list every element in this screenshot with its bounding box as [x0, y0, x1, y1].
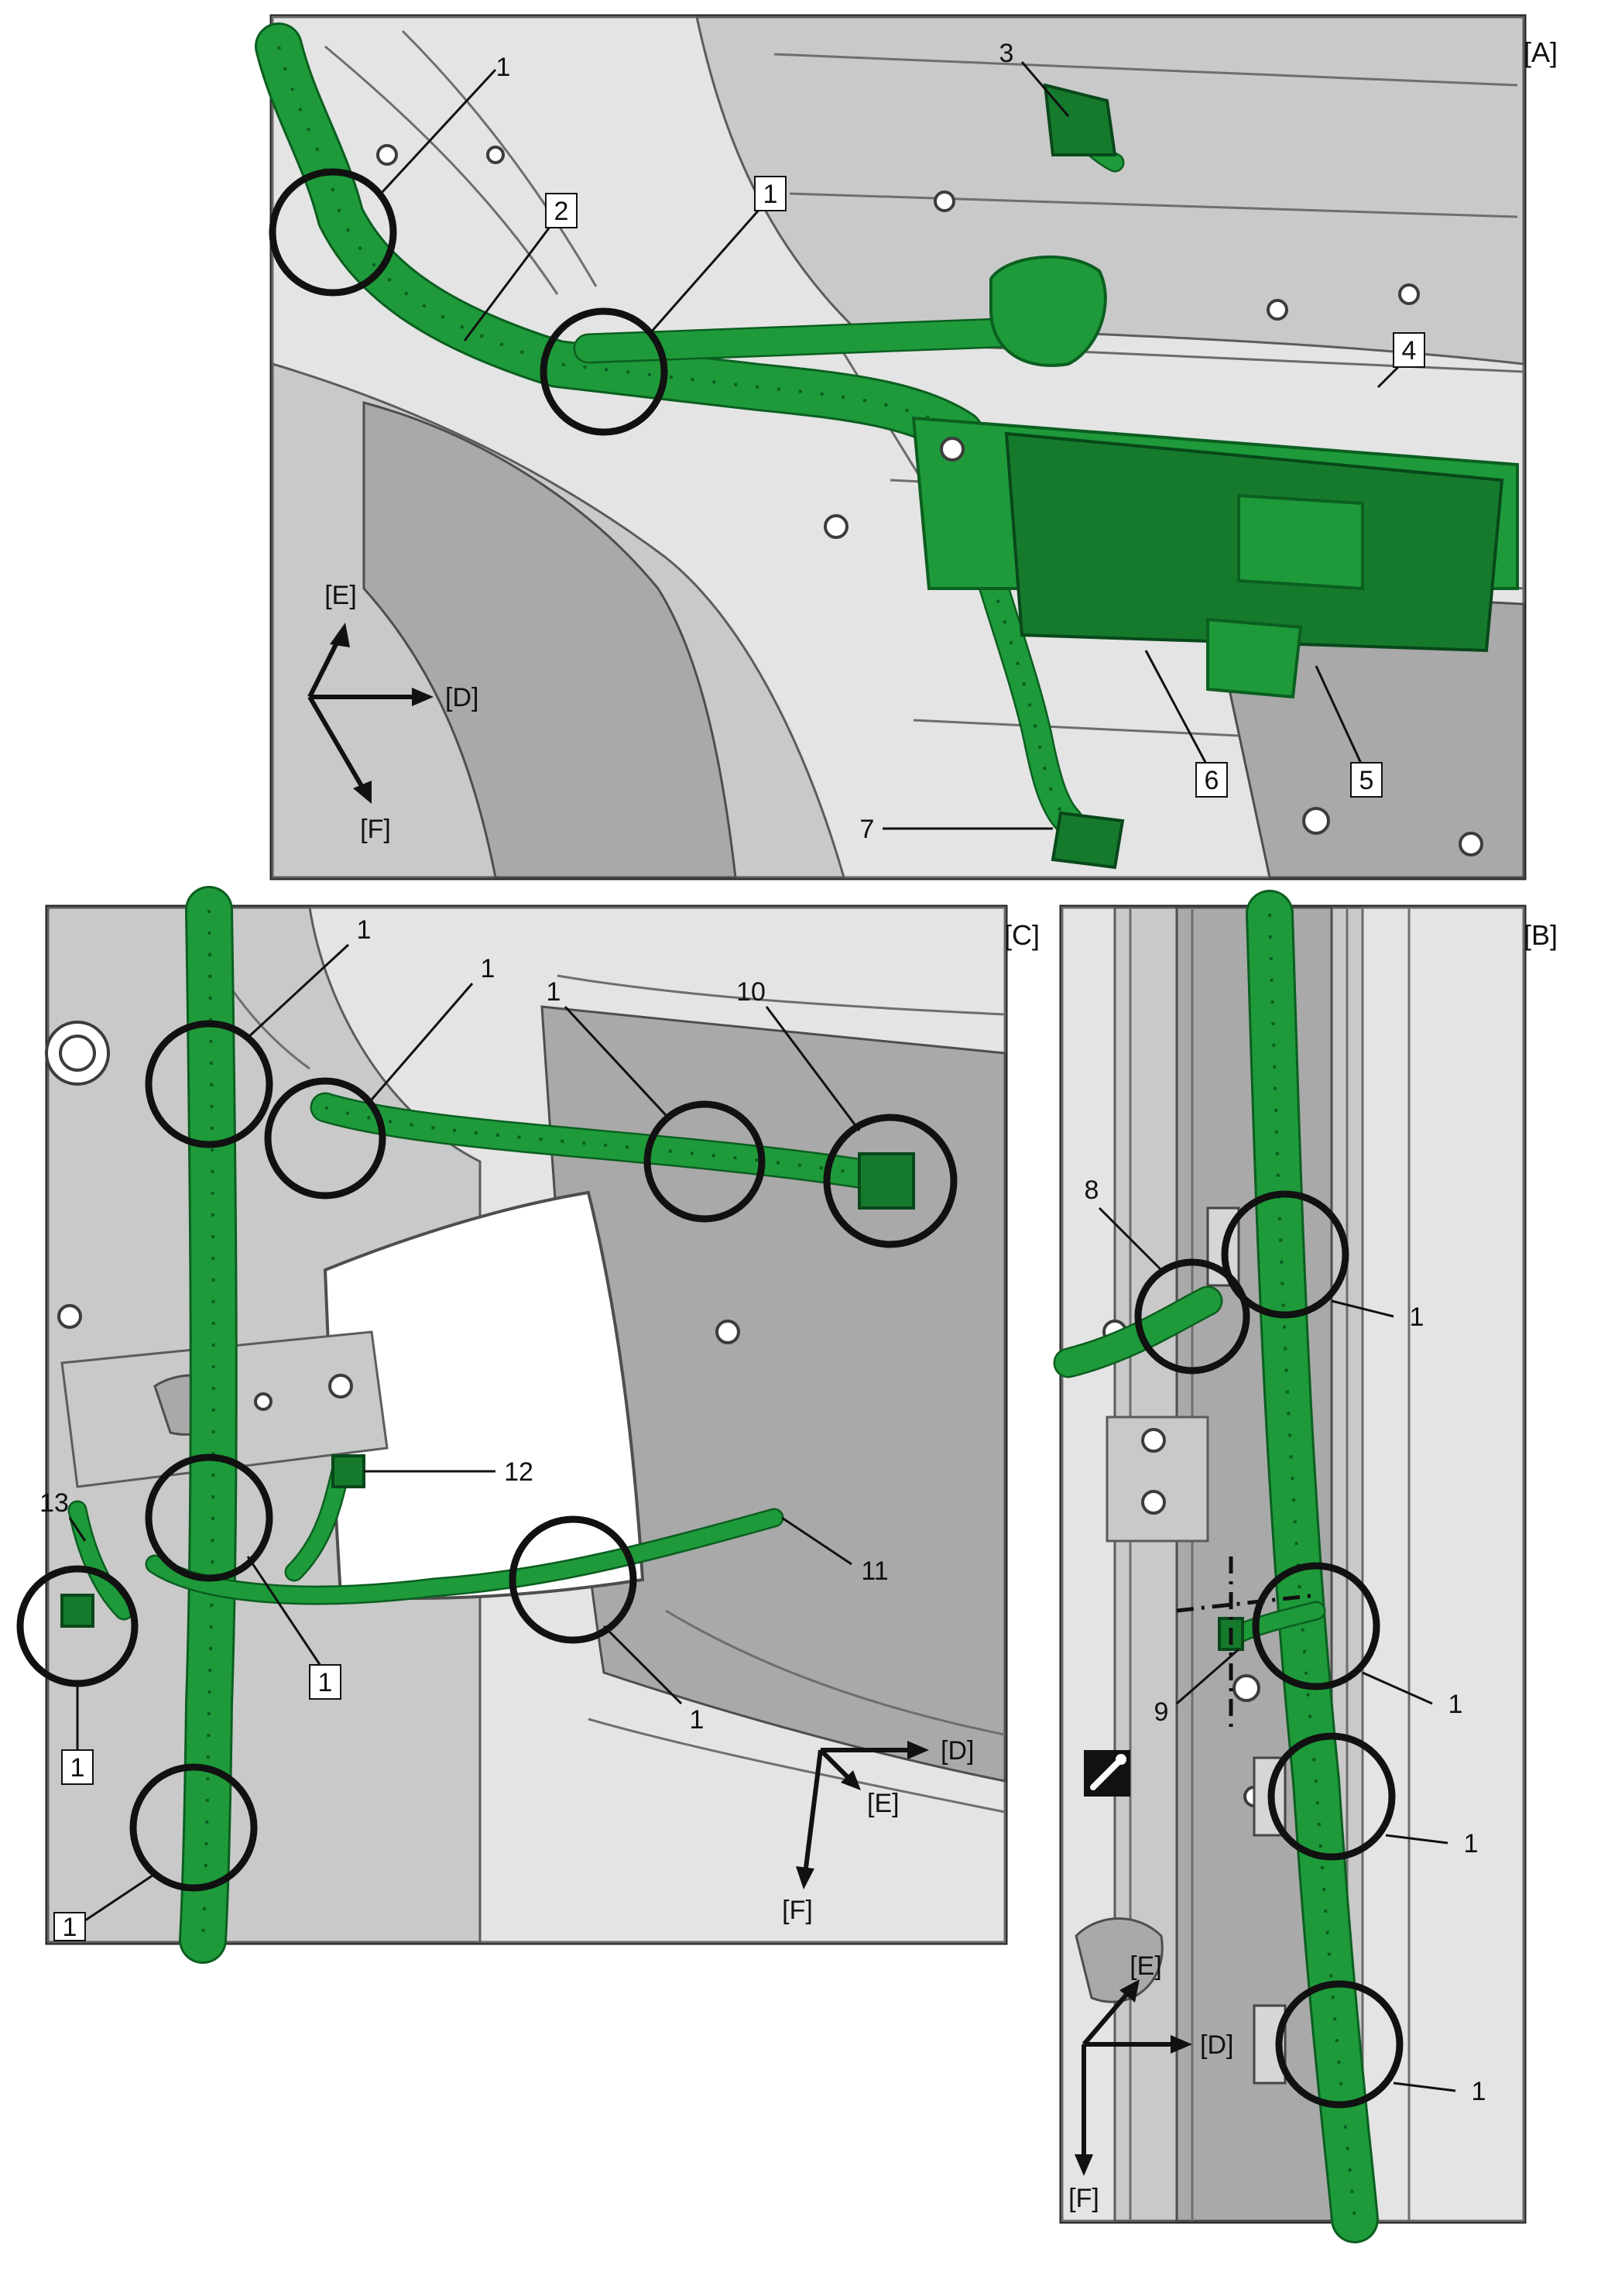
callout-label-a2: 2 [554, 197, 569, 226]
callout-label-a1b: 1 [763, 180, 778, 209]
panel-b-orientation-axes: [E] [D] [F] [1068, 1951, 1233, 2213]
screwdriver-icon [1084, 1750, 1130, 1797]
callout-label-c1g: 1 [63, 1913, 77, 1942]
panel-c-label: [C] [1004, 919, 1040, 951]
callout-circle-a1 [269, 168, 397, 297]
axis-label-f-c: [F] [782, 1896, 813, 1925]
panel-b-label: [B] [1524, 919, 1558, 951]
callout-label-b1d: 1 [1472, 2077, 1486, 2106]
callout-label-a6: 6 [1205, 766, 1219, 795]
callout-label-a7: 7 [860, 815, 875, 844]
connector-12 [331, 1454, 365, 1488]
callout-label-c13: 13 [39, 1488, 69, 1518]
connector-10 [858, 1152, 915, 1210]
callout-circle-b8 [1134, 1258, 1250, 1375]
panel-c-orientation-axes: [D] [E] [F] [782, 1736, 974, 1925]
callout-circle-b1 [1221, 1190, 1349, 1319]
callout-label-b1c: 1 [1464, 1829, 1479, 1858]
callout-circle-a2 [540, 307, 668, 436]
callout-label-a4: 4 [1402, 336, 1417, 366]
panel-b-outer-skin [1361, 906, 1525, 2222]
axis-label-f-b: [F] [1068, 2184, 1099, 2213]
callout-label-b9: 9 [1154, 1697, 1169, 1727]
axis-label-d-b: [D] [1200, 2030, 1233, 2060]
callout-label-c1: 1 [357, 915, 372, 945]
callout-label-c11: 11 [861, 1556, 888, 1586]
callout-circle-c4 [145, 1453, 273, 1582]
callout-label-a3: 3 [999, 39, 1014, 68]
axis-label-e-c: [E] [867, 1789, 900, 1818]
connector-3 [1043, 83, 1117, 156]
callout-label-c10: 10 [736, 977, 766, 1007]
panel-a: 1 1 2 3 4 5 6 7 [E] [D] [F] [A] [255, 14, 1558, 880]
callout-label-c1b: 1 [481, 954, 495, 983]
panel-c-wiring-harness [60, 886, 915, 1964]
grommet [989, 255, 1107, 367]
callout-label-c1d: 1 [318, 1668, 333, 1697]
connector-7 [1051, 811, 1125, 870]
axis-label-e: [E] [324, 581, 357, 610]
panel-b-wiring-harness [1053, 890, 1379, 2243]
callout-label-b1: 1 [1410, 1302, 1424, 1332]
callout-circle-c5 [509, 1515, 637, 1644]
panel-c: 1 1 1 10 11 12 13 1 1 1 1 [D] [E] [F] [C… [16, 886, 1040, 1964]
callout-circle-c3 [643, 1100, 766, 1223]
panel-b: 1 8 1 9 1 1 [E] [D] [F] [B] [1053, 890, 1558, 2243]
callout-label-c1e: 1 [690, 1705, 705, 1735]
callout-circle-b3 [1267, 1732, 1396, 1861]
callout-circle-b2 [1252, 1562, 1380, 1690]
panel-a-inner-panel [362, 401, 737, 879]
axis-label-e-b: [E] [1130, 1951, 1162, 1981]
connector-13 [60, 1594, 94, 1628]
panel-a-orientation-axes: [E] [D] [F] [307, 581, 478, 844]
callout-label-b1b: 1 [1448, 1690, 1463, 1719]
panel-a-label: [A] [1524, 36, 1558, 68]
callout-label-c1c: 1 [547, 977, 561, 1007]
callout-circle-c7 [129, 1763, 258, 1892]
axis-label-d-c: [D] [941, 1736, 974, 1766]
callout-label-c1f: 1 [70, 1753, 85, 1783]
callout-label-b8: 8 [1085, 1175, 1099, 1205]
axis-label-d: [D] [445, 683, 478, 712]
panel-a-wiring-harness [255, 22, 1519, 870]
callout-label-a1: 1 [496, 53, 511, 82]
callout-label-c12: 12 [504, 1457, 533, 1487]
callout-circle-c2 [264, 1077, 386, 1199]
axis-label-f: [F] [360, 815, 391, 844]
callout-circle-c10 [823, 1114, 958, 1248]
callout-circle-c1 [145, 1020, 273, 1148]
callout-label-a5: 5 [1359, 766, 1374, 795]
callout-circle-b4 [1275, 1980, 1404, 2109]
